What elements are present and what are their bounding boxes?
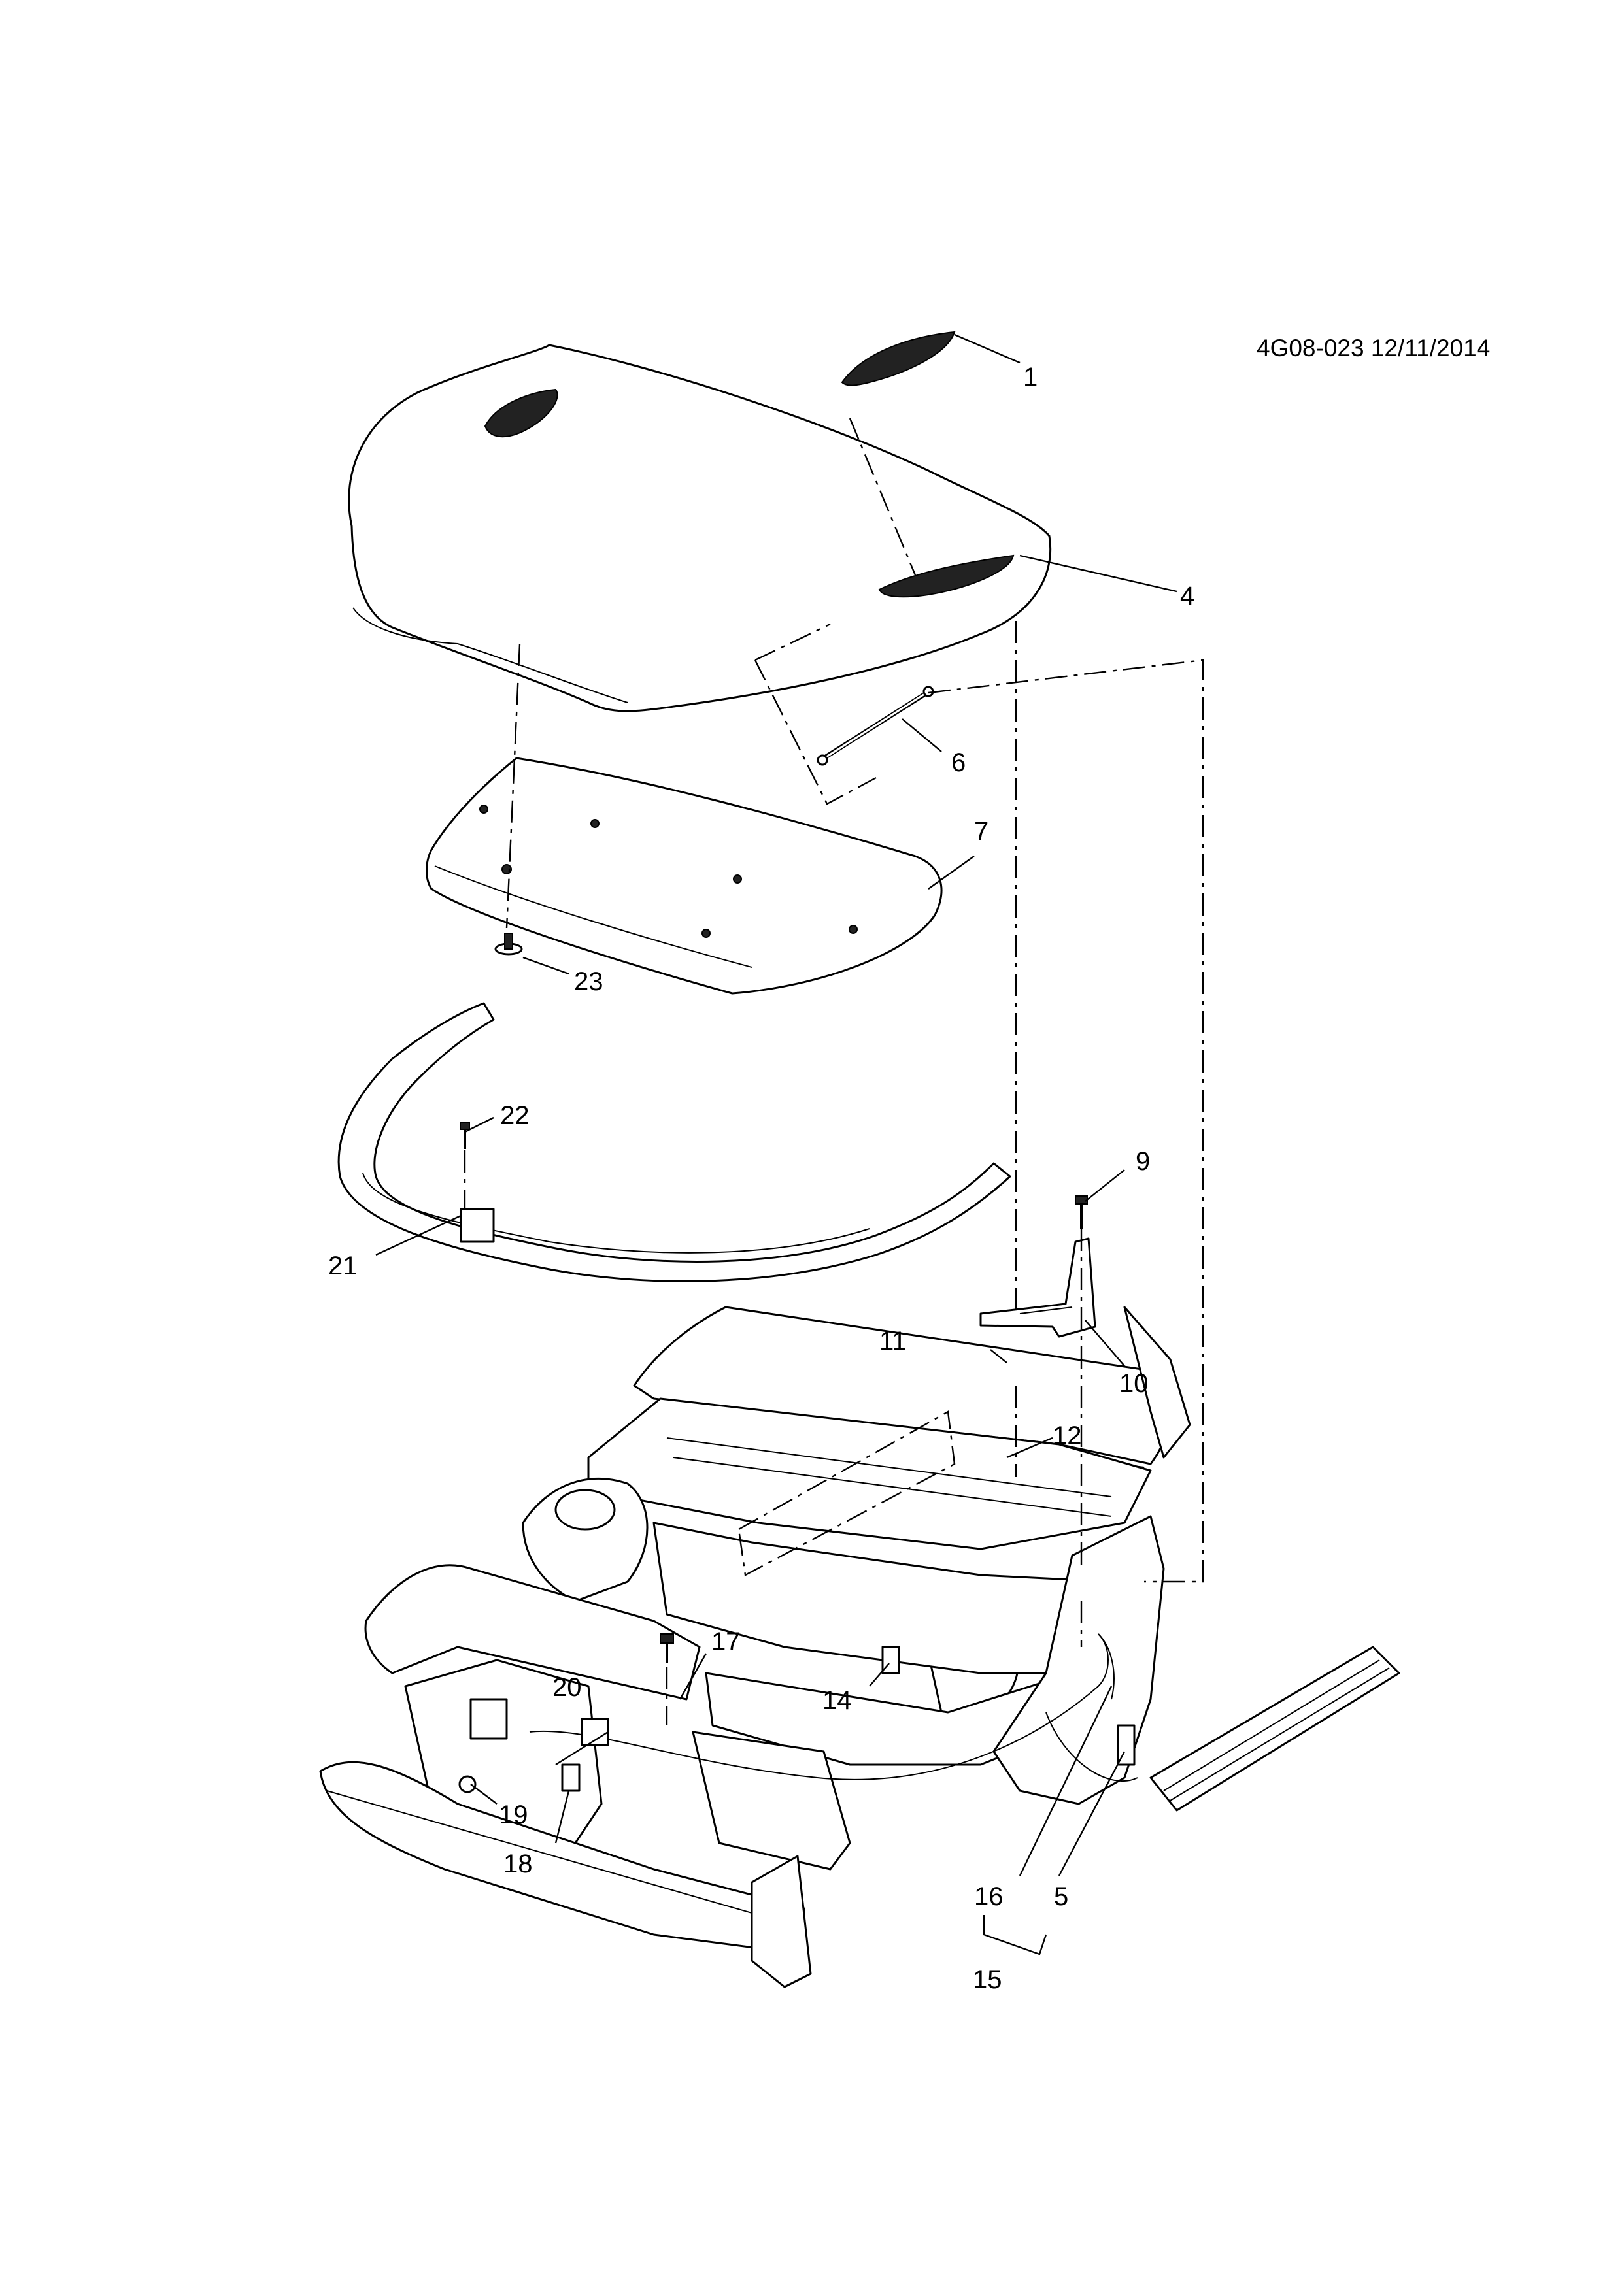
- callout-18: 18: [503, 1850, 533, 1878]
- bolt: [460, 1122, 470, 1149]
- callout-12: 12: [1053, 1422, 1082, 1450]
- vehicle-front-structure: [319, 1306, 1400, 1988]
- hood-hinge: [979, 1237, 1096, 1338]
- callout-labels: 1 4 6 7 23 22 21 9 10 11 12 17 14 20 19 …: [328, 363, 1194, 1994]
- callout-1: 1: [1023, 363, 1038, 391]
- hood-panel: [348, 344, 1052, 712]
- assembly-lines: [464, 418, 1204, 1725]
- leader-lines: [375, 333, 1177, 1955]
- callout-23: 23: [574, 967, 603, 996]
- callout-17: 17: [711, 1627, 741, 1656]
- callout-11: 11: [879, 1327, 907, 1356]
- callout-10: 10: [1119, 1369, 1149, 1398]
- callout-5: 5: [1054, 1882, 1068, 1911]
- callout-6: 6: [951, 748, 966, 777]
- push-pin-retainer: [494, 933, 523, 956]
- callout-7: 7: [974, 817, 988, 846]
- hood-rear-seal: [337, 1002, 1011, 1282]
- callout-4: 4: [1180, 582, 1194, 610]
- callout-19: 19: [499, 1801, 528, 1829]
- hood-vent-insert: [841, 331, 956, 386]
- callout-16: 16: [974, 1882, 1004, 1911]
- callout-22: 22: [500, 1101, 530, 1130]
- callout-14: 14: [822, 1686, 852, 1715]
- hood-insulator: [426, 757, 943, 995]
- callout-15: 15: [973, 1965, 1002, 1994]
- callout-20: 20: [552, 1673, 582, 1702]
- reference-code: 4G08-023 12/11/2014: [1257, 335, 1491, 361]
- callout-21: 21: [328, 1252, 358, 1280]
- hinge-bolt: [1075, 1195, 1088, 1229]
- callout-9: 9: [1136, 1147, 1150, 1176]
